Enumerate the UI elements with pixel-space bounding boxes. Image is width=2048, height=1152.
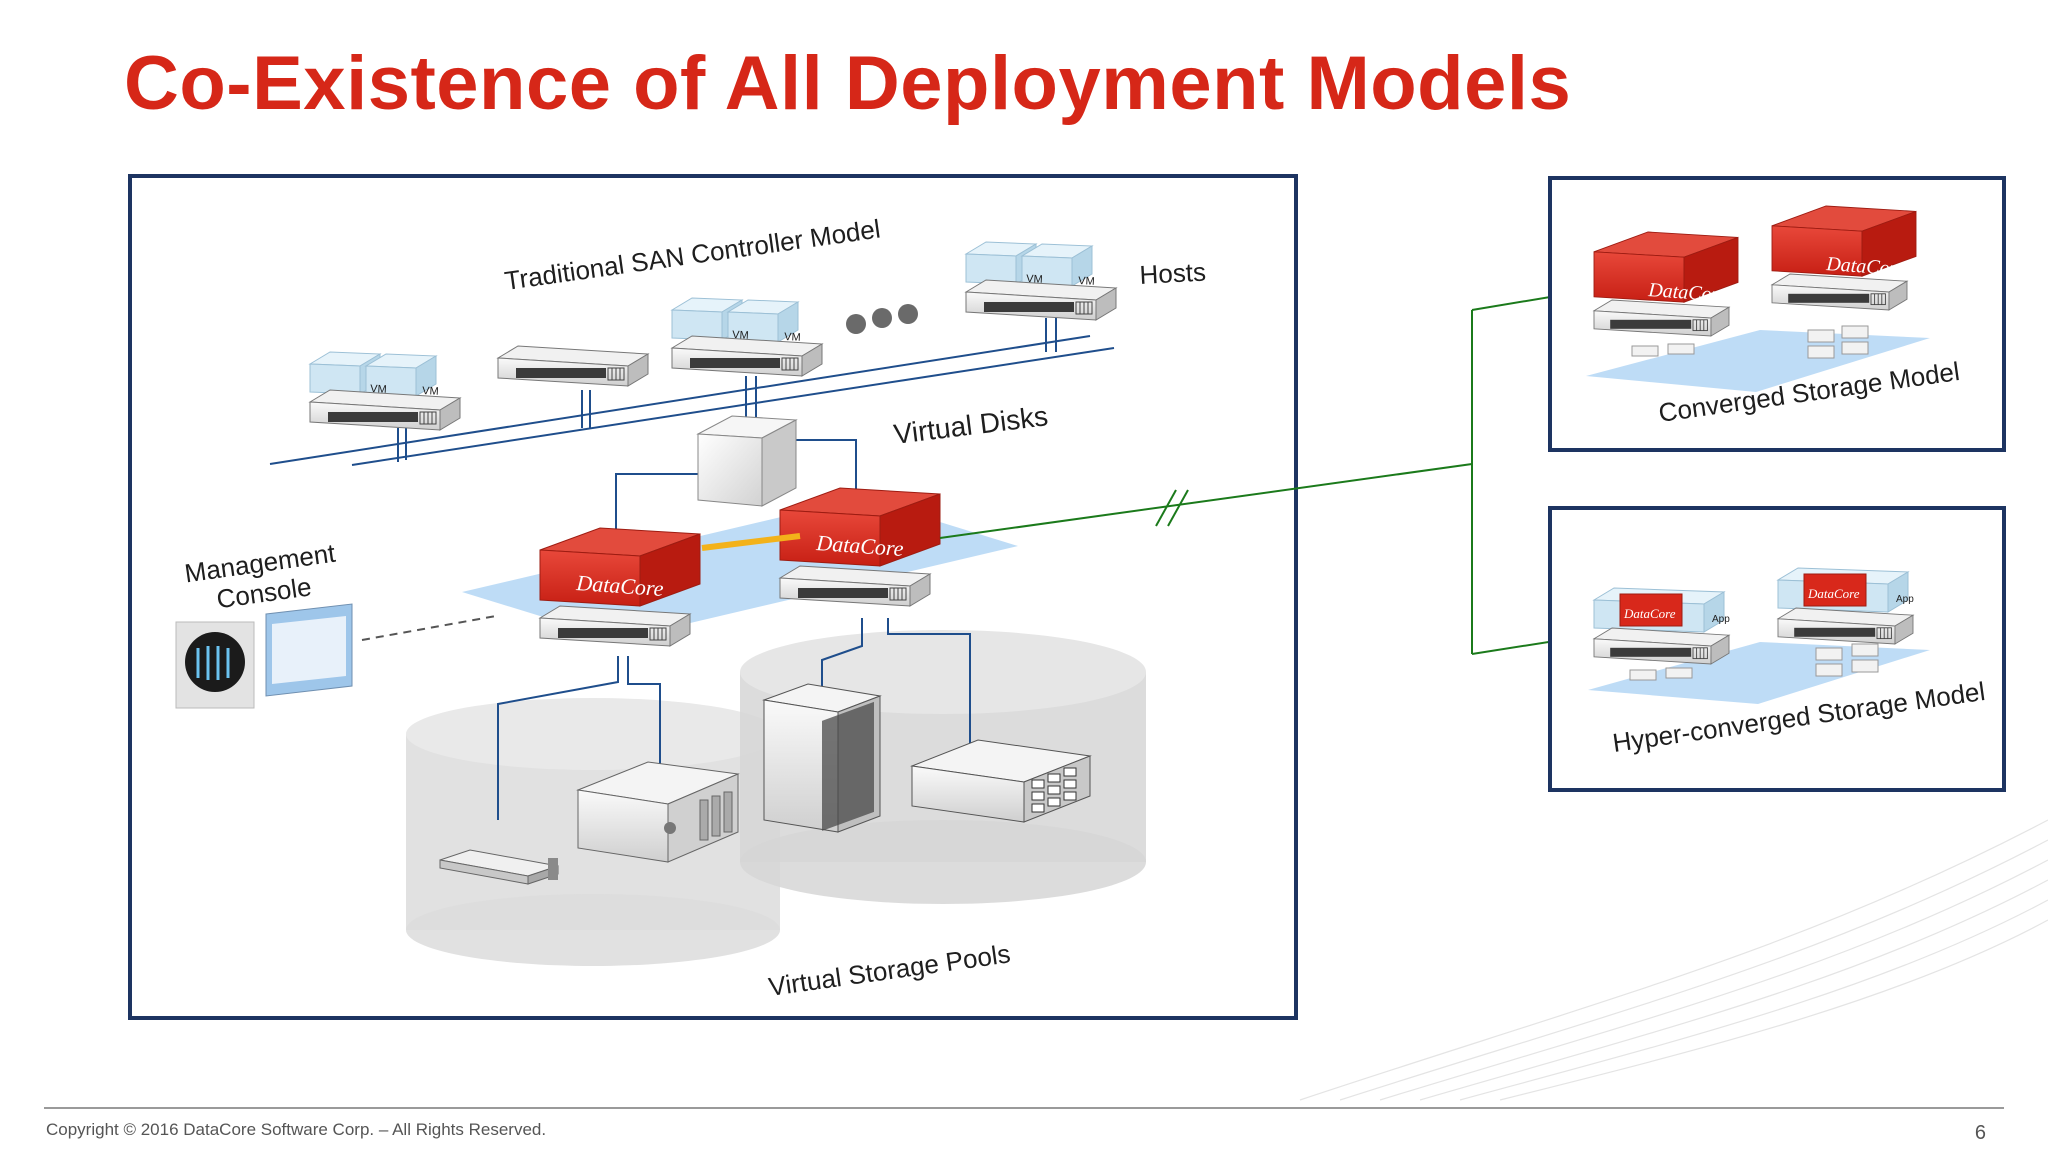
copyright-text: Copyright © 2016 DataCore Software Corp.… <box>46 1120 547 1139</box>
hyperconverged-disks-icon <box>1629 643 1879 681</box>
datacore-brand: DataCore <box>1807 586 1860 601</box>
host-server-3: VM VM <box>671 297 823 377</box>
storage-array-icon <box>910 739 1092 823</box>
datacore-brand: DataCore <box>575 570 665 601</box>
host-server-4: VM VM <box>965 241 1117 321</box>
converged-node-left: DataCore <box>1593 231 1739 337</box>
converged-disks-icon <box>1631 325 1869 359</box>
hyperconverged-node-right: DataCore App <box>1776 567 1914 645</box>
more-hosts-ellipsis-icon <box>846 304 918 334</box>
vm-label-4: VM <box>784 331 801 344</box>
hosts-label: Hosts <box>1139 257 1207 290</box>
link-break-marker <box>1155 489 1189 527</box>
hyperconverged-node-left: DataCore App <box>1592 587 1730 665</box>
footer-divider <box>44 1107 2004 1109</box>
background-swoosh-decoration <box>1299 819 2048 1101</box>
host-server-1: VM VM <box>309 351 461 431</box>
controller-mirror-link <box>701 533 801 551</box>
host-network-bus <box>269 318 1115 820</box>
vm-label-2: VM <box>422 385 439 398</box>
datacore-brand: DataCore <box>815 530 905 561</box>
page-number: 6 <box>1974 1122 1986 1144</box>
console-connection-dashed <box>361 615 497 641</box>
slide-title: Co-Existence of All Deployment Models <box>124 41 1572 126</box>
tower-server-icon <box>762 683 882 833</box>
hba-card-icon <box>439 849 559 885</box>
disk-enclosure-icon <box>576 761 740 863</box>
vm-label-6: VM <box>1078 275 1095 288</box>
virtual-disk-cube-icon <box>696 415 798 507</box>
converged-node-right: DataCore <box>1771 205 1917 311</box>
app-label-right: App <box>1896 594 1914 605</box>
app-label-left: App <box>1712 614 1730 625</box>
datacore-brand: DataCore <box>1623 606 1676 621</box>
datacore-controller-right: DataCore <box>779 487 941 607</box>
management-console-icon <box>175 603 353 709</box>
hyperconverged-plane <box>1588 642 1930 704</box>
datacore-controller-left: DataCore <box>539 527 701 647</box>
